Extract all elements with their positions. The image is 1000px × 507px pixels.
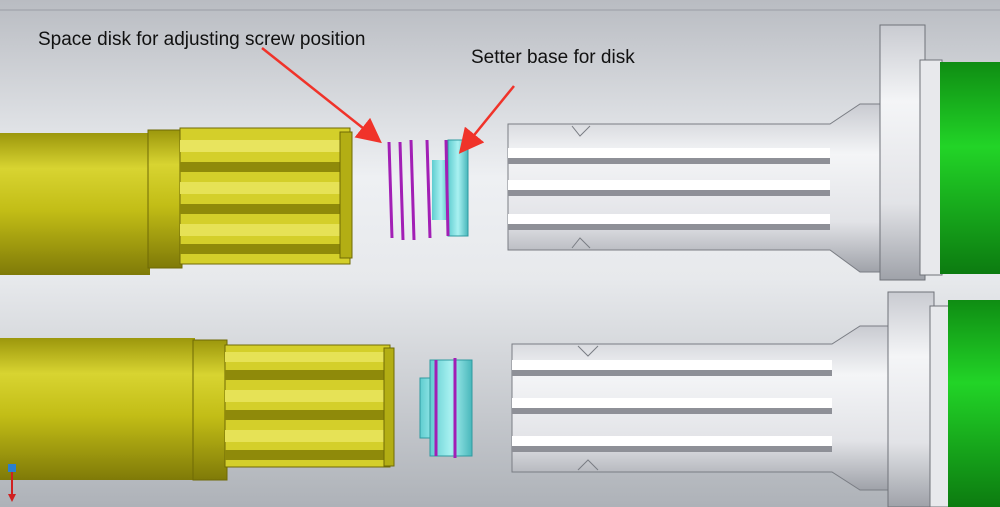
yellow-shaft-top bbox=[0, 127, 353, 275]
setter-base-top bbox=[432, 139, 469, 237]
yellow-shaft-bottom bbox=[0, 338, 395, 481]
gray-shaft-top bbox=[507, 24, 1000, 281]
space-disk-label: Space disk for adjusting screw position bbox=[38, 29, 366, 50]
setter-base-bottom bbox=[419, 358, 473, 458]
gray-shaft-bottom bbox=[511, 291, 1000, 507]
arrow-setter-base bbox=[458, 85, 515, 154]
arrow-space-disk bbox=[261, 47, 382, 144]
space-disks-top bbox=[387, 139, 432, 241]
setter-base-label: Setter base for disk bbox=[471, 47, 635, 68]
axis-triad-icon bbox=[8, 464, 16, 502]
